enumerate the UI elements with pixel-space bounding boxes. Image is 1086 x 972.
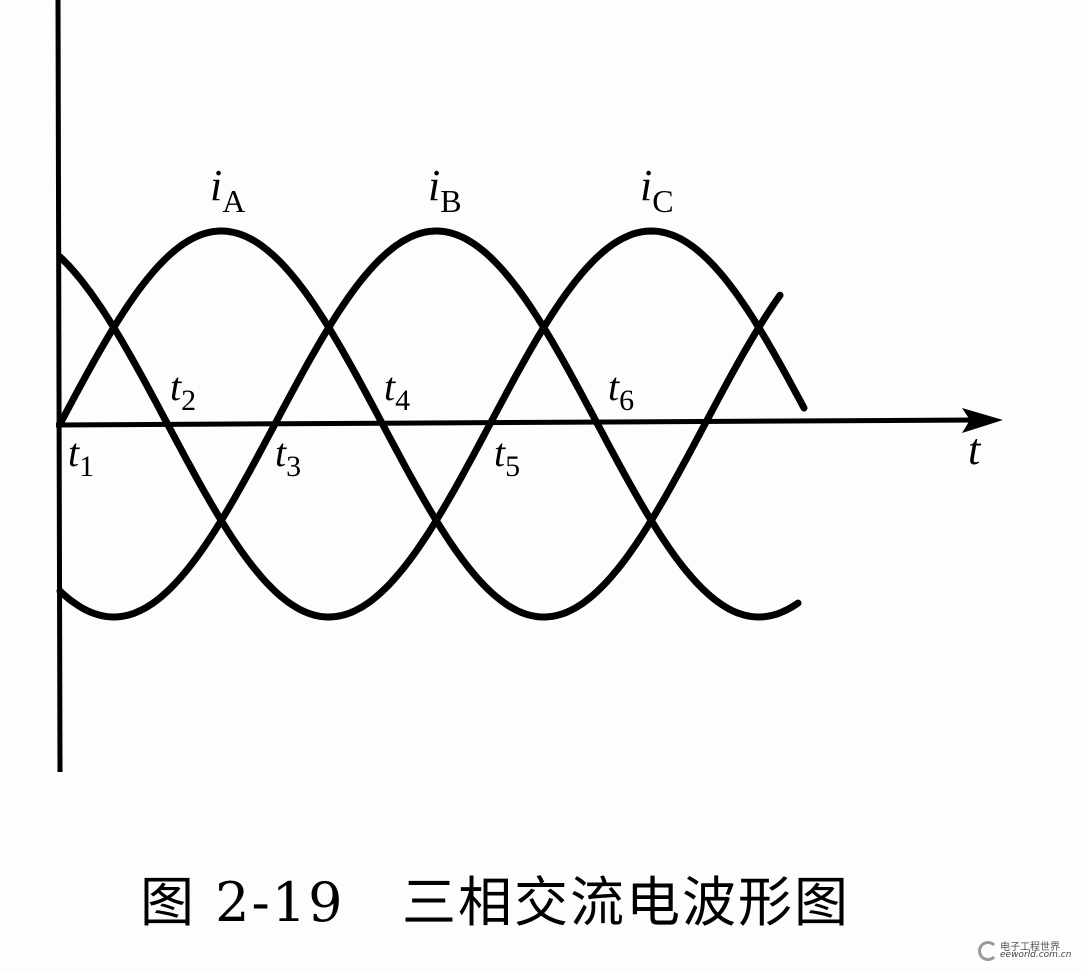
tick-label-t6: t6 — [608, 364, 634, 417]
curve-label-ia: iA — [210, 161, 245, 219]
curve-label-ic: iC — [640, 161, 674, 219]
tick-label-t3: t3 — [275, 430, 301, 483]
watermark-cn: 电子工程世界 — [1000, 942, 1060, 953]
figure-caption: 图 2-19 三相交流电波形图 — [140, 871, 850, 934]
time-axis-arrow — [962, 408, 1003, 433]
eeworld-logo-icon — [978, 941, 998, 961]
tick-label-t5: t5 — [494, 430, 520, 483]
curve-ic — [56, 227, 808, 621]
watermark-en: eeworld.com.cn — [1000, 950, 1072, 960]
curve-ib — [56, 227, 802, 621]
tick-label-t2: t2 — [170, 364, 196, 417]
time-axis-label: t — [968, 425, 982, 474]
watermark: 电子工程世界 eeworld.com.cn — [978, 938, 1078, 964]
curve-ia — [56, 227, 784, 621]
curve-label-ib: iB — [428, 161, 462, 219]
tick-label-t4: t4 — [384, 364, 410, 417]
tick-label-t1: t1 — [68, 430, 94, 483]
vertical-axis — [55, 0, 63, 773]
time-axis — [55, 417, 976, 428]
